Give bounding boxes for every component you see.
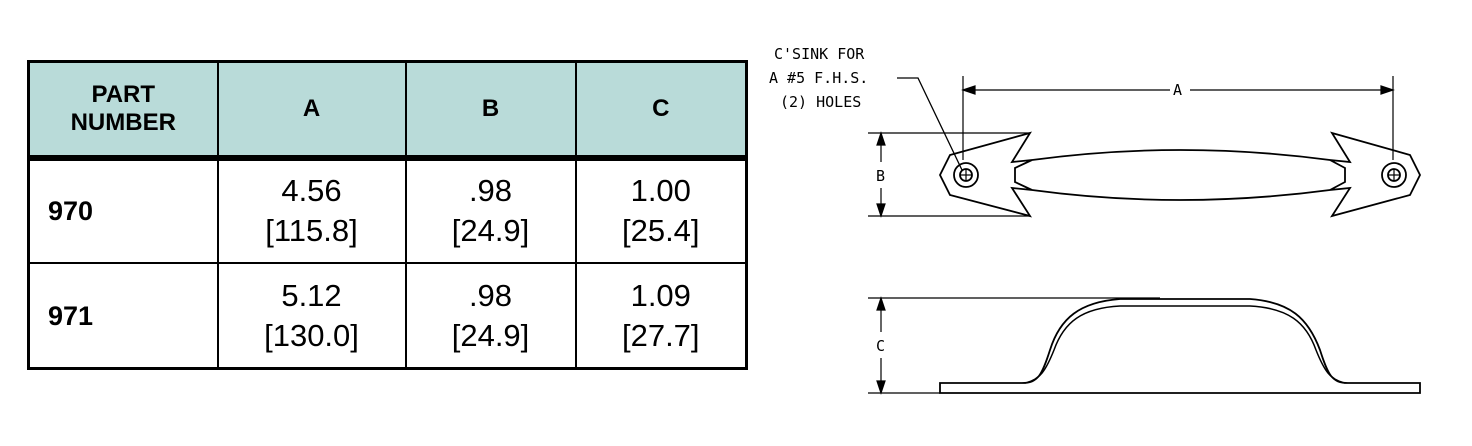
header-c: C — [574, 60, 748, 161]
part-number-cell: 970 — [27, 156, 219, 264]
header-a: A — [216, 60, 407, 161]
dimension-c-label: C — [876, 337, 885, 355]
dimension-a-label: A — [1173, 81, 1182, 99]
dim-a-cell: 5.12 [130.0] — [216, 262, 407, 370]
handle-drawing: C'SINK FOR A #5 F.H.S. (2) HOLES A B — [769, 45, 1422, 395]
dim-b-cell: .98 [24.9] — [404, 156, 577, 264]
note-line-3: (2) HOLES — [780, 93, 861, 111]
handle-side-view — [939, 298, 1421, 394]
dimension-b — [868, 131, 1030, 218]
dimension-b-label: B — [876, 167, 885, 185]
note-line-2: A #5 F.H.S. — [769, 69, 868, 87]
table-header-row: PART NUMBER A B C — [27, 60, 748, 161]
leader-line — [897, 77, 963, 171]
part-number-cell: 971 — [27, 262, 219, 370]
table-row: 970 4.56 [115.8] .98 [24.9] 1.00 [25.4] — [27, 156, 748, 264]
dimension-c — [868, 296, 1160, 395]
countersink-note: C'SINK FOR A #5 F.H.S. (2) HOLES — [769, 45, 868, 111]
note-line-1: C'SINK FOR — [774, 45, 865, 63]
dimension-a — [961, 76, 1395, 160]
dimension-table: PART NUMBER A B C 970 4.56 [115.8] .98 [… — [27, 60, 748, 370]
handle-top-view — [938, 131, 1422, 218]
dim-b-cell: .98 [24.9] — [404, 262, 577, 370]
dim-a-cell: 4.56 [115.8] — [216, 156, 407, 264]
dim-c-cell: 1.09 [27.7] — [574, 262, 748, 370]
header-b: B — [404, 60, 577, 161]
table-row: 971 5.12 [130.0] .98 [24.9] 1.09 [27.7] — [27, 262, 748, 370]
dim-c-cell: 1.00 [25.4] — [574, 156, 748, 264]
header-part-number: PART NUMBER — [27, 60, 219, 161]
